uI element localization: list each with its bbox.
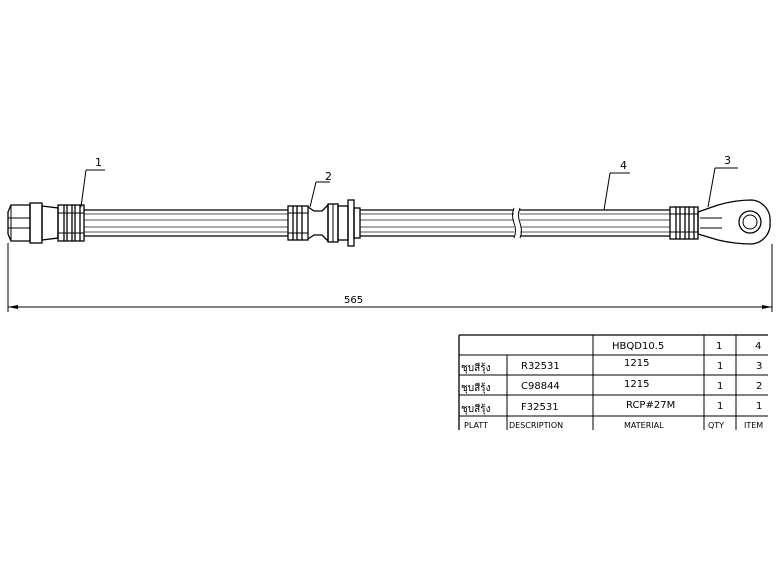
bom-title-material: HBQD10.5 <box>612 341 664 352</box>
bom-header-item: ITEM <box>744 421 763 430</box>
bom-row-2-qty: 1 <box>717 381 723 392</box>
bom-row-3-description: F32531 <box>521 402 559 413</box>
bom-header-material: MATERIAL <box>624 421 664 430</box>
bom-header-description: DESCRIPTION <box>509 421 563 430</box>
bom-row-1-material: 1215 <box>624 358 649 369</box>
bom-table: HBQD10.5 1 4 ชุบสีรุ้ง R32531 1215 1 3 ช… <box>458 334 768 430</box>
bom-row-1-description: R32531 <box>521 361 560 372</box>
bom-row: ชุบสีรุ้ง F32531 RCP#27M 1 1 <box>461 400 762 415</box>
bom-row-3-material: RCP#27M <box>626 400 675 411</box>
callout-2: 2 <box>309 170 332 208</box>
callout-1: 1 <box>80 156 105 208</box>
bom-row-2-platt: ชุบสีรุ้ง <box>461 382 491 394</box>
callout-2-label: 2 <box>325 170 332 183</box>
bom-row-1-qty: 1 <box>717 361 723 372</box>
middle-bracket-fitting <box>287 199 361 247</box>
bom-row-3-qty: 1 <box>717 401 723 412</box>
dimension-value: 565 <box>344 295 363 306</box>
callout-1-label: 1 <box>95 156 102 169</box>
callout-3-label: 3 <box>724 154 731 167</box>
bom-title-item: 4 <box>755 341 761 352</box>
overall-length-dimension: 565 <box>7 243 773 312</box>
bom-title-qty: 1 <box>716 341 722 352</box>
callout-4: 4 <box>603 159 630 211</box>
bom-row-2-item: 2 <box>756 381 762 392</box>
bom-header-platt: PLATT <box>464 421 488 430</box>
bom-row-1-item: 3 <box>756 361 762 372</box>
bom-row-1-platt: ชุบสีรุ้ง <box>461 362 491 374</box>
callout-3: 3 <box>707 154 738 208</box>
left-end-fitting <box>7 202 85 244</box>
callout-4-label: 4 <box>620 159 627 172</box>
bom-row: ชุบสีรุ้ง R32531 1215 1 3 <box>461 358 762 374</box>
right-eye-fitting <box>669 199 771 245</box>
bom-row-2-description: C98844 <box>521 381 560 392</box>
bom-row-2-material: 1215 <box>624 379 649 390</box>
bom-row: ชุบสีรุ้ง C98844 1215 1 2 <box>461 379 762 394</box>
bom-row-3-item: 1 <box>756 401 762 412</box>
hose-tube <box>84 207 670 239</box>
bom-row-3-platt: ชุบสีรุ้ง <box>461 403 491 415</box>
bom-header-qty: QTY <box>708 421 724 430</box>
